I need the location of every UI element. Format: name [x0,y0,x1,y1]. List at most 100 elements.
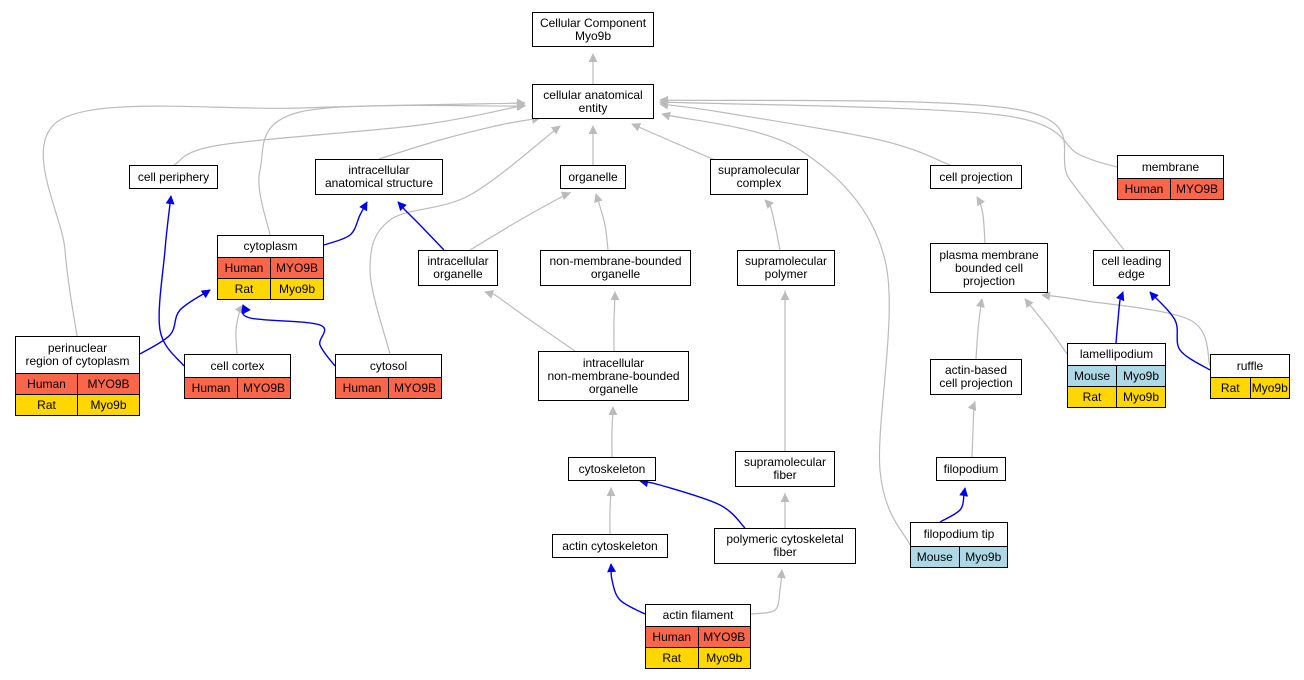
node-ias[interactable]: intracellular anatomical structure [315,159,443,195]
species-cell: Human [191,380,231,395]
node-cp[interactable]: cell periphery [129,165,218,189]
node-inmbo[interactable]: intracellular non-membrane-bounded organ… [538,351,689,401]
part-of-edge-ftip-to-filo [939,487,969,523]
node-csk[interactable]: cytoskeleton [568,457,656,481]
node-smf[interactable]: supramolecular fiber [735,451,835,487]
node-pcf[interactable]: polymeric cytoskeletal fiber [714,528,856,564]
annotation-row: Rat Myo9b [1211,377,1289,398]
species-cell: Mouse [1073,368,1111,383]
is-a-edge-smp-to-smc [764,199,781,251]
gene-cell: Myo9b [77,395,139,415]
gene-cell: MYO9B [1170,179,1223,199]
node-org[interactable]: organelle [560,165,626,189]
node-label: cell cortex [210,358,265,373]
is-a-edge-cytosol-to-cae [369,125,561,355]
node-label: cell leading edge [1101,254,1162,281]
part-of-edge-af-to-acsk [607,563,646,615]
node-label: filopodium tip [923,527,995,541]
part-of-edge-prc-to-cyto [139,289,211,355]
species-cell: Rat [662,650,682,665]
annotation-row: Rat Myo9b [218,278,323,299]
node-label: intracellular anatomical structure [324,163,434,190]
species-cell: Human [27,376,66,391]
node-label: intracellular organelle [427,254,489,281]
node-label: cytoplasm [243,239,298,253]
node-cae[interactable]: cellular anatomical entity [532,84,654,119]
is-a-edge-ftip-to-cae [661,111,911,546]
node-io[interactable]: intracellular organelle [418,250,498,286]
node-label: filopodium [943,461,999,476]
node-label: intracellular non-membrane-bounded organ… [547,355,680,396]
node-label: cytoskeleton [578,461,646,476]
is-a-edge-inmbo-to-nmbo [610,291,620,352]
node-nmbo[interactable]: non-membrane-bounded organelle [540,250,691,286]
gene-cell: Myo9b [270,279,323,299]
species-cell: Rat [1220,380,1240,395]
is-a-edge-smc-to-cae [631,123,716,161]
node-label: lamellipodium [1079,347,1154,361]
species-cell: Rat [37,397,56,412]
species-cell: Human [1124,181,1164,196]
annotation-row: Mouse Myo9b [911,546,1007,567]
annotation-row: Human MYO9B [1118,178,1223,199]
node-smc[interactable]: supramolecular complex [710,159,808,195]
node-label: supramolecular polymer [744,254,828,281]
is-a-edge-inmbo-to-io [484,289,576,352]
is-a-edge-ias-to-cae [378,114,541,160]
node-label: ruffle [1236,358,1264,373]
node-filo[interactable]: filopodium [936,457,1006,481]
node-label: cell projection [939,169,1013,184]
node-acsk[interactable]: actin cytoskeleton [552,534,668,558]
is-a-edge-csk-to-inmbo [608,406,618,458]
node-label: Cellular Component Myo9b [539,15,647,43]
is-a-edge-cyto-to-cae [258,101,526,236]
node-abcp[interactable]: actin-based cell projection [930,359,1022,395]
is-a-edge-filo-to-abcp [967,401,977,458]
node-label: actin-based cell projection [939,363,1013,390]
node-cc[interactable]: Cellular Component Myo9b [532,12,654,47]
is-a-edge-lam-to-pmbcp [1024,298,1068,355]
is-a-edge-io-to-org [469,191,571,251]
node-label: plasma membrane bounded cell projection [939,247,1039,288]
node-label: supramolecular fiber [743,455,827,482]
node-label: polymeric cytoskeletal fiber [726,532,844,559]
node-cproj[interactable]: cell projection [930,165,1022,189]
part-of-edge-io-to-ias [397,201,445,251]
node-cle[interactable]: cell leading edge [1093,250,1170,286]
gene-cell: Myo9b [1249,378,1290,398]
gene-cell: Myo9b [958,547,1008,567]
node-pmbcp[interactable]: plasma membrane bounded cell projection [930,243,1048,293]
is-a-edge-cle-to-cae [659,95,1125,251]
gene-cell: Myo9b [1116,366,1165,386]
part-of-edge-cco-to-cp [158,195,185,367]
gene-cell: MYO9B [270,258,323,278]
is-a-edge-cco-to-cyto [234,304,244,355]
node-label: cytosol [369,358,408,373]
node-smp[interactable]: supramolecular polymer [737,250,835,286]
annotation-row: Rat Myo9b [16,394,139,415]
is-a-edge-mem-to-cae [659,97,1118,168]
species-cell: Human [224,260,264,275]
species-cell: Rat [234,281,254,296]
is-a-edge-acsk-to-csk [606,487,616,535]
node-label: non-membrane-bounded organelle [549,254,682,281]
is-a-edge-nmbo-to-org [594,193,609,251]
species-cell: Mouse [916,549,953,564]
node-label: cell periphery [137,169,210,184]
part-of-edge-pcf-to-csk [639,478,746,529]
part-of-edge-cyto-to-ias [323,201,368,246]
is-a-edge-cproj-to-cae [659,100,951,166]
